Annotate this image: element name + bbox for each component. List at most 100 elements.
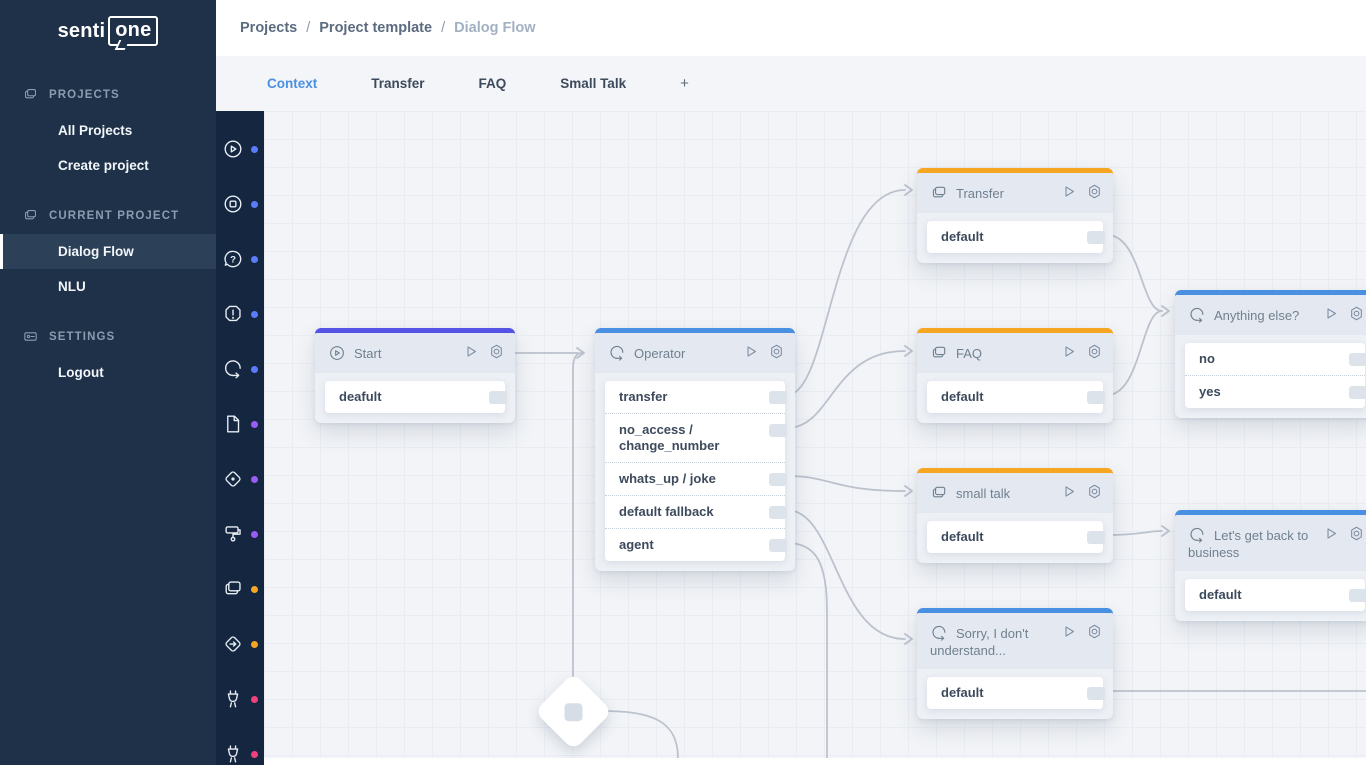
sidebar-item-create-project[interactable]: Create project (58, 158, 149, 173)
node-row[interactable]: agent (605, 529, 787, 561)
node-start[interactable]: Start deafult (315, 328, 515, 423)
arrowhead (904, 633, 913, 645)
chat-redirect-icon (930, 624, 948, 642)
output-handle[interactable] (1087, 231, 1105, 244)
settings-gear-icon[interactable] (1348, 525, 1365, 542)
output-handle[interactable] (769, 506, 787, 519)
settings-gear-icon[interactable] (768, 343, 785, 360)
palette-redirect[interactable] (222, 633, 258, 655)
palette-file[interactable] (222, 413, 258, 435)
connection-whatsup-row (786, 475, 906, 492)
row-label: no (1199, 351, 1215, 366)
palette-plug-2[interactable] (222, 743, 258, 765)
output-handle[interactable] (769, 473, 787, 486)
node-row[interactable]: default (927, 677, 1105, 709)
node-row[interactable]: default (1185, 579, 1366, 611)
decision-diamond-node[interactable] (534, 672, 613, 751)
node-row[interactable]: no_access / change_number (605, 414, 787, 463)
settings-gear-icon[interactable] (1086, 623, 1103, 640)
palette-plug[interactable] (222, 688, 258, 710)
tab-small-talk[interactable]: Small Talk (560, 76, 627, 92)
node-row[interactable]: default fallback (605, 496, 787, 529)
add-tab-button[interactable]: + (680, 75, 689, 93)
connection-agent-row (786, 542, 828, 758)
node-row[interactable]: transfer (605, 381, 787, 414)
run-icon[interactable] (1322, 525, 1339, 542)
output-handle[interactable] (1349, 353, 1366, 366)
sidebar-item-all-projects[interactable]: All Projects (58, 123, 133, 138)
settings-gear-icon[interactable] (1348, 305, 1365, 322)
node-title: Start (354, 346, 382, 361)
node-faq[interactable]: FAQ default (917, 328, 1113, 423)
output-handle[interactable] (769, 424, 787, 437)
palette-chat-redirect[interactable] (222, 358, 258, 380)
palette-question[interactable] (222, 248, 258, 270)
run-icon[interactable] (1060, 623, 1077, 640)
palette-decision[interactable] (222, 468, 258, 490)
breadcrumb-project-template[interactable]: Project template (319, 20, 433, 37)
tab-transfer[interactable]: Transfer (371, 76, 425, 92)
flow-canvas[interactable]: Start deafult Operator (264, 111, 1366, 758)
palette-dot (251, 420, 258, 428)
row-label: no_access / change_number (619, 422, 720, 453)
run-icon[interactable] (1060, 343, 1077, 360)
sidebar-item-nlu[interactable]: NLU (58, 279, 86, 294)
output-handle[interactable] (1087, 531, 1105, 544)
run-icon[interactable] (1060, 183, 1077, 200)
node-lets-get-back[interactable]: Let's get back to business default (1175, 510, 1366, 621)
run-icon[interactable] (462, 343, 479, 360)
output-handle[interactable] (769, 391, 787, 404)
settings-gear-icon[interactable] (488, 343, 505, 360)
output-handle[interactable] (1349, 386, 1366, 399)
settings-gear-icon[interactable] (1086, 483, 1103, 500)
node-title: Transfer (956, 186, 1004, 201)
arrowhead (904, 184, 913, 196)
node-row[interactable]: default (927, 521, 1105, 553)
breadcrumb-projects[interactable]: Projects (240, 20, 298, 37)
settings-gear-icon[interactable] (1086, 183, 1103, 200)
node-operator[interactable]: Operator transfer no_access / change_num… (595, 328, 795, 571)
sidebar: senti one PROJECTS All Projects Create p… (0, 0, 216, 765)
output-handle[interactable] (769, 539, 787, 552)
palette-alert[interactable] (222, 303, 258, 325)
play-circle-icon (328, 344, 346, 362)
run-icon[interactable] (1322, 305, 1339, 322)
node-transfer[interactable]: Transfer default (917, 168, 1113, 263)
node-row[interactable]: default (927, 381, 1105, 413)
output-handle[interactable] (1087, 687, 1105, 700)
tab-context[interactable]: Context (267, 76, 318, 92)
node-row[interactable]: default (927, 221, 1105, 253)
node-sorry[interactable]: Sorry, I don't understand... default (917, 608, 1113, 719)
run-icon[interactable] (1060, 483, 1077, 500)
diamond-handle[interactable] (564, 702, 583, 721)
palette-dot (251, 200, 258, 208)
palette-paint[interactable] (222, 523, 258, 545)
settings-gear-icon[interactable] (1086, 343, 1103, 360)
sidebar-section-settings: SETTINGS Logout (0, 318, 216, 390)
palette-dot (251, 365, 258, 373)
palette-stop-circle[interactable] (222, 193, 258, 215)
sidebar-item-logout[interactable]: Logout (58, 365, 104, 380)
run-icon[interactable] (742, 343, 759, 360)
node-row[interactable]: deafult (325, 381, 507, 413)
node-title: Sorry, I don't understand... (930, 626, 1029, 658)
row-label: default (1199, 587, 1242, 602)
node-anything-else[interactable]: Anything else? no yes (1175, 290, 1366, 418)
node-row[interactable]: yes (1185, 376, 1366, 408)
palette-play-circle[interactable] (222, 138, 258, 160)
node-title: FAQ (956, 346, 983, 361)
palette-dot (251, 145, 258, 153)
palette-dot (251, 530, 258, 538)
row-label: yes (1199, 384, 1221, 399)
output-handle[interactable] (1087, 391, 1105, 404)
node-small-talk[interactable]: small talk default (917, 468, 1113, 563)
sidebar-item-dialog-flow[interactable]: Dialog Flow (0, 234, 216, 269)
output-handle[interactable] (1349, 589, 1366, 602)
palette-collection[interactable] (222, 578, 258, 600)
tab-faq[interactable]: FAQ (478, 76, 507, 92)
output-handle[interactable] (489, 391, 507, 404)
node-row[interactable]: no (1185, 343, 1366, 376)
node-row[interactable]: whats_up / joke (605, 463, 787, 496)
arrowhead (1161, 305, 1170, 317)
collection-cards-icon (930, 184, 948, 202)
